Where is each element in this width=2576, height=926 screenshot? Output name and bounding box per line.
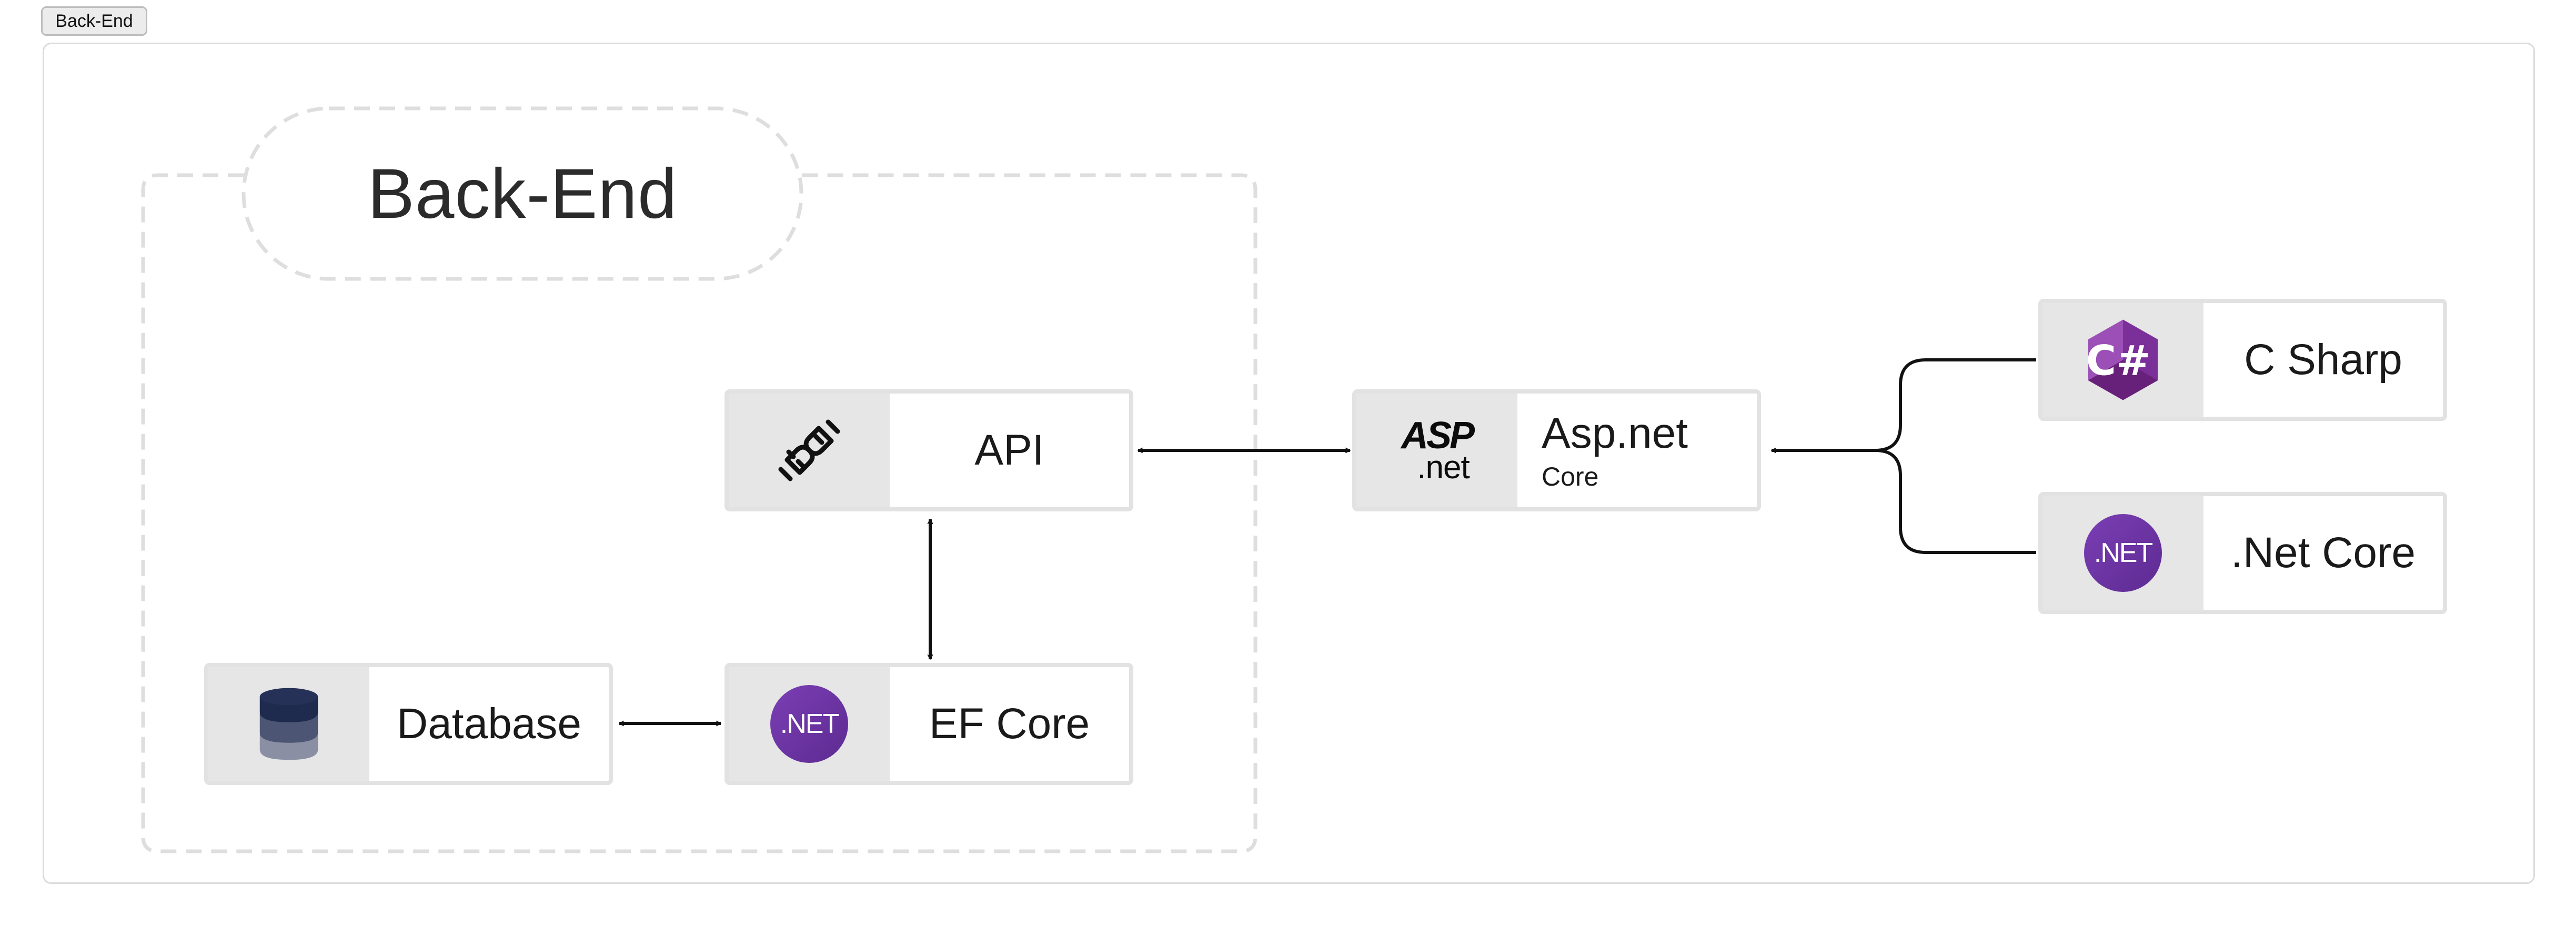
csharp-to-aspnet-connector	[1771, 358, 2036, 454]
net-core-node[interactable]: .NET .Net Core	[2038, 492, 2447, 614]
csharp-label-text: C Sharp	[2244, 336, 2402, 384]
dotnet-logo-icon: .NET	[2084, 514, 2162, 592]
dotnet-logo-icon: .NET	[770, 685, 848, 763]
ef-core-node[interactable]: .NET EF Core	[724, 663, 1133, 785]
api-icon-cell	[729, 394, 890, 507]
netcore-to-aspnet-connector	[1875, 449, 2036, 554]
efcore-label-text: EF Core	[929, 700, 1090, 748]
aspnet-logo-icon: ASP .net	[1401, 414, 1475, 486]
efcore-icon-cell: .NET	[729, 667, 890, 781]
database-label-text: Database	[396, 700, 582, 748]
back-end-tab[interactable]: Back-End	[41, 6, 147, 36]
csharp-icon-cell: C#	[2042, 303, 2203, 417]
aspnet-icon-cell: ASP .net	[1356, 394, 1517, 507]
aspnet-core-node[interactable]: ASP .net Asp.net Core	[1352, 389, 1761, 511]
database-node[interactable]: Database	[204, 663, 613, 785]
back-end-group-title: Back-End	[367, 154, 678, 233]
netcore-label: .Net Core	[2203, 496, 2443, 610]
csharp-label: C Sharp	[2203, 303, 2443, 417]
aspnet-logo-bottom: .net	[1417, 449, 1470, 486]
netcore-logo-text: .NET	[2094, 538, 2153, 568]
back-end-title-pill	[242, 106, 803, 281]
database-label: Database	[369, 667, 609, 781]
netcore-label-text: .Net Core	[2231, 529, 2416, 577]
aspnet-sublabel-text: Core	[1542, 462, 1599, 491]
api-label: API	[890, 394, 1129, 507]
csharp-logo-icon: C#	[2086, 319, 2158, 400]
plug-icon	[778, 419, 840, 481]
csharp-logo-text: C#	[2086, 338, 2151, 385]
aspnet-logo-top: ASP	[1401, 414, 1475, 457]
netcore-icon-cell: .NET	[2042, 496, 2203, 610]
database-icon-cell	[208, 667, 369, 781]
database-icon	[259, 688, 318, 760]
csharp-node[interactable]: C# C Sharp	[2038, 299, 2447, 421]
back-end-group-border	[141, 173, 1257, 853]
api-node[interactable]: API	[724, 389, 1133, 511]
aspnet-label-text: Asp.net	[1542, 409, 1688, 457]
efcore-logo-text: .NET	[780, 709, 839, 739]
api-label-text: API	[974, 426, 1044, 474]
efcore-label: EF Core	[890, 667, 1129, 781]
aspnet-label: Asp.net Core	[1517, 394, 1757, 507]
